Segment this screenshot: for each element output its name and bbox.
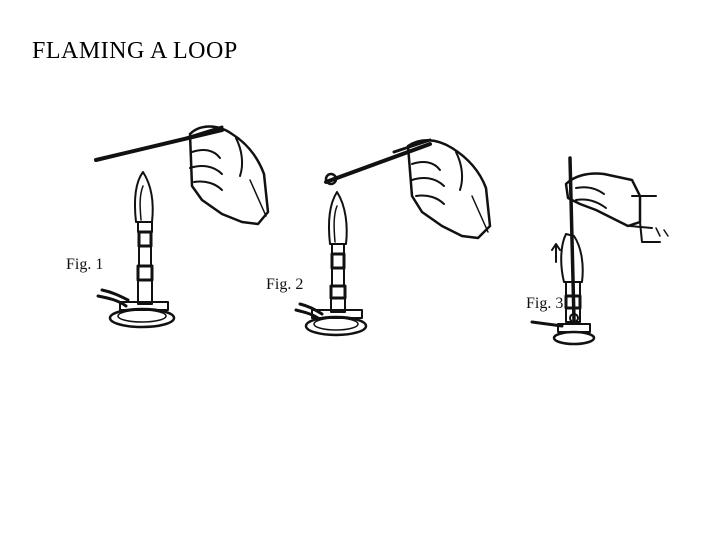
fig2-flame: [327, 191, 348, 245]
fig2-illustration: [294, 138, 492, 337]
fig-2-label: Fig. 2: [266, 276, 304, 293]
fig3-illustration: [530, 156, 669, 346]
fig-1-label: Fig. 1: [66, 256, 104, 273]
fig2-bunsen-burner: [294, 243, 368, 337]
fig3-hand: [564, 172, 669, 243]
fig1-hand: [188, 125, 270, 226]
fig3-bunsen-burner: [530, 281, 596, 346]
page-title: FLAMING A LOOP: [32, 38, 238, 64]
fig-3-label: Fig. 3: [526, 295, 564, 312]
fig3-flame: [560, 233, 584, 283]
fig2-hand: [406, 139, 492, 240]
fig1-flame: [133, 171, 154, 223]
fig1-bunsen-burner: [96, 221, 176, 329]
fig3-inoculating-loop: [568, 156, 576, 322]
fig1-illustration: [94, 125, 270, 329]
fig1-inoculating-loop: [94, 128, 224, 162]
fig2-inoculating-loop: [324, 142, 432, 184]
